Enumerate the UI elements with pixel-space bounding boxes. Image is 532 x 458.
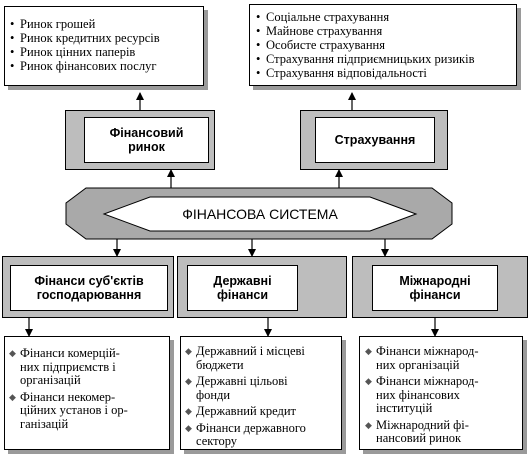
international-finance-node: Міжнародні фінанси: [372, 265, 498, 311]
list-item: Фінанси міжнарод- них фінансових інститу…: [365, 374, 520, 416]
international-finance-label-line1: Міжнародні: [399, 274, 471, 288]
international-finance-list-box: Фінанси міжнарод- них організацій Фінанс…: [359, 336, 523, 450]
list-item: Фінанси комерцій- них підприємств і орга…: [9, 346, 167, 388]
international-finance-list: Фінанси міжнарод- них організацій Фінанс…: [365, 344, 520, 449]
state-finance-label-line1: Державні: [213, 274, 272, 288]
business-finance-label-line1: Фінанси суб'єктів: [34, 274, 144, 288]
list-item: Ринок кредитних ресурсів: [10, 31, 200, 45]
list-item: Ринок фінансових послуг: [10, 59, 200, 73]
insurance-list: Соціальне страхування Майнове страхуванн…: [256, 10, 514, 80]
business-finance-list: Фінанси комерцій- них підприємств і орга…: [9, 346, 167, 434]
business-finance-label-line2: господарювання: [36, 288, 142, 302]
state-finance-node: Державні фінанси: [187, 265, 298, 311]
list-item: Фінанси міжнарод- них організацій: [365, 344, 520, 372]
financial-system-label: ФІНАНСОВА СИСТЕМА: [182, 206, 338, 222]
insurance-label: Страхування: [334, 133, 416, 147]
list-item: Ринок грошей: [10, 17, 200, 31]
financial-market-label-line1: Фінансовий: [109, 126, 184, 140]
international-finance-label-line2: фінанси: [409, 288, 461, 302]
insurance-list-box: Соціальне страхування Майнове страхуванн…: [249, 4, 517, 86]
list-item: Майнове страхування: [256, 24, 514, 38]
list-item: Державні цільові фонди: [185, 374, 339, 402]
list-item: Страхування підприємницьких ризиків: [256, 52, 514, 66]
list-item: Фінанси некомер- ційних установ і ор- га…: [9, 390, 167, 432]
list-item: Фінанси державного сектору: [185, 421, 339, 449]
financial-market-node: Фінансовий ринок: [84, 117, 209, 163]
financial-market-label-line2: ринок: [128, 140, 165, 154]
list-item: Особисте страхування: [256, 38, 514, 52]
state-finance-list-box: Державний і місцеві бюджети Державні ціл…: [180, 336, 342, 450]
list-item: Державний і місцеві бюджети: [185, 344, 339, 372]
list-item: Ринок цінних паперів: [10, 45, 200, 59]
business-finance-node: Фінанси суб'єктів господарювання: [10, 265, 168, 311]
financial-market-list-box: Ринок грошей Ринок кредитних ресурсів Ри…: [4, 6, 204, 86]
state-finance-label-line2: фінанси: [216, 288, 269, 302]
list-item: Соціальне страхування: [256, 10, 514, 24]
state-finance-list: Державний і місцеві бюджети Державні ціл…: [185, 344, 339, 452]
financial-market-list: Ринок грошей Ринок кредитних ресурсів Ри…: [10, 17, 200, 73]
insurance-node: Страхування: [315, 117, 435, 163]
business-finance-list-box: Фінанси комерцій- них підприємств і орга…: [4, 336, 170, 450]
list-item: Міжнародний фі- нансовий ринок: [365, 418, 520, 446]
list-item: Страхування відповідальності: [256, 66, 514, 80]
list-item: Державний кредит: [185, 404, 339, 419]
